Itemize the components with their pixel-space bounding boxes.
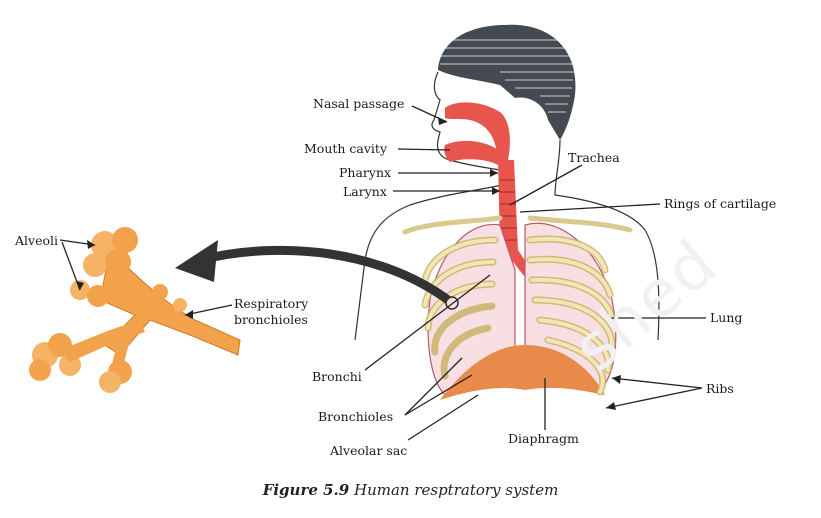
label-mouth-cavity: Mouth cavity	[304, 141, 388, 156]
label-nasal-passage: Nasal passage	[313, 96, 405, 111]
label-respiratory-bronchioles-line2: bronchioles	[234, 312, 308, 327]
clavicles	[402, 215, 633, 235]
label-lung: Lung	[710, 310, 743, 325]
diaphragm-shape	[440, 345, 605, 400]
label-larynx: Larynx	[343, 184, 387, 199]
zoom-circle	[445, 296, 459, 310]
label-diaphragm: Diaphragm	[508, 431, 579, 446]
magnify-arrow-head	[175, 240, 218, 282]
label-alveoli: Alveoli	[15, 233, 59, 248]
figure-title: Human resptratory system	[354, 481, 559, 499]
hair-shape	[438, 24, 576, 140]
label-pharynx: Pharynx	[339, 165, 392, 180]
label-trachea: Trachea	[568, 150, 620, 165]
trachea-tube	[486, 160, 530, 276]
body-outline	[354, 71, 660, 341]
label-ribs: Ribs	[706, 381, 734, 396]
label-respiratory-bronchioles-line1: Respiratory	[234, 296, 309, 311]
leader-arrowheads	[76, 117, 621, 410]
label-rings-of-cartilage: Rings of cartilage	[664, 196, 777, 211]
label-bronchi: Bronchi	[312, 369, 362, 384]
magnify-arrow-shaft	[198, 245, 451, 304]
cartilage-rings	[500, 179, 517, 241]
figure-caption: Figure 5.9 Human resptratory system	[0, 481, 821, 499]
hair-texture	[440, 39, 574, 113]
alveoli-cluster	[29, 227, 241, 393]
label-alveolar-sac: Alveolar sac	[330, 443, 408, 458]
rib-highlights	[423, 237, 614, 394]
label-bronchioles: Bronchioles	[318, 409, 394, 424]
figure-number: Figure 5.9	[262, 481, 350, 499]
nasal-cavity	[445, 102, 510, 160]
mouth-cavity-shape	[444, 140, 498, 165]
